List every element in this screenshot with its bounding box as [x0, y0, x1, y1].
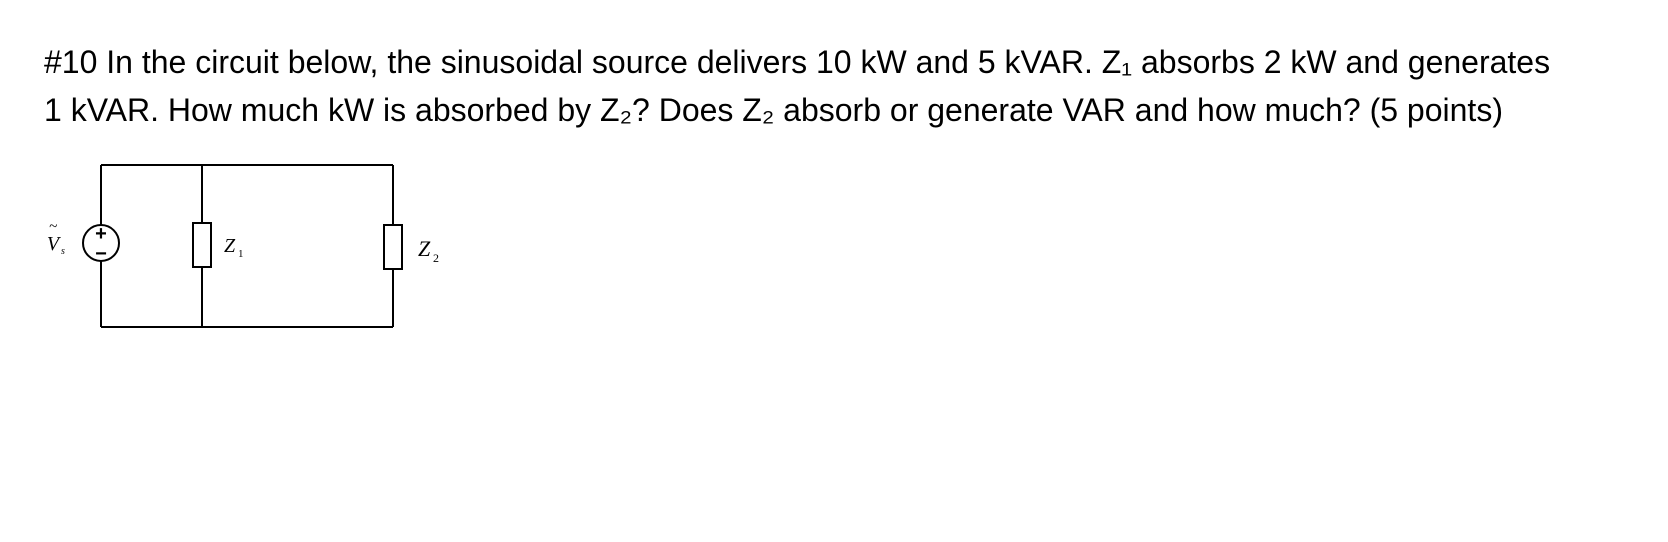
voltage-source — [82, 224, 120, 262]
source-label: V — [47, 233, 62, 255]
question-line-2: 1 kVAR. How much kW is absorbed by Z₂? D… — [44, 92, 1503, 128]
source-label-accent: ~ — [49, 219, 57, 235]
z2-resistor — [383, 224, 403, 270]
z1-label: Z — [224, 235, 236, 257]
question-text: #10 In the circuit below, the sinusoidal… — [44, 38, 1644, 134]
z1-resistor — [192, 222, 212, 268]
question-line-1: #10 In the circuit below, the sinusoidal… — [44, 44, 1551, 80]
source-plus-sign: + — [95, 223, 107, 245]
z2-label: Z — [418, 236, 431, 261]
source-label-subscript: s — [61, 246, 65, 257]
source-minus-sign: − — [95, 243, 107, 265]
z1-label-subscript: 1 — [238, 248, 244, 260]
z2-label-subscript: 2 — [433, 251, 439, 265]
